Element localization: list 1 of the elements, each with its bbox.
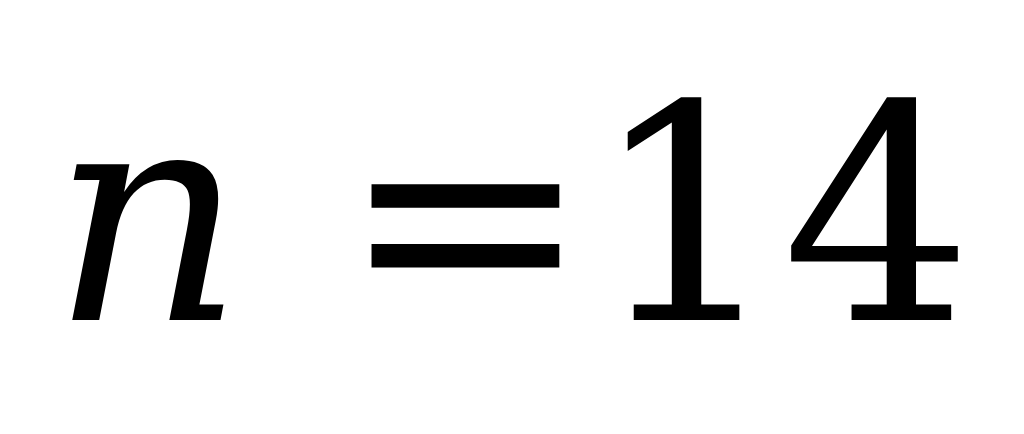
formula-text: n =14 <box>51 67 973 367</box>
